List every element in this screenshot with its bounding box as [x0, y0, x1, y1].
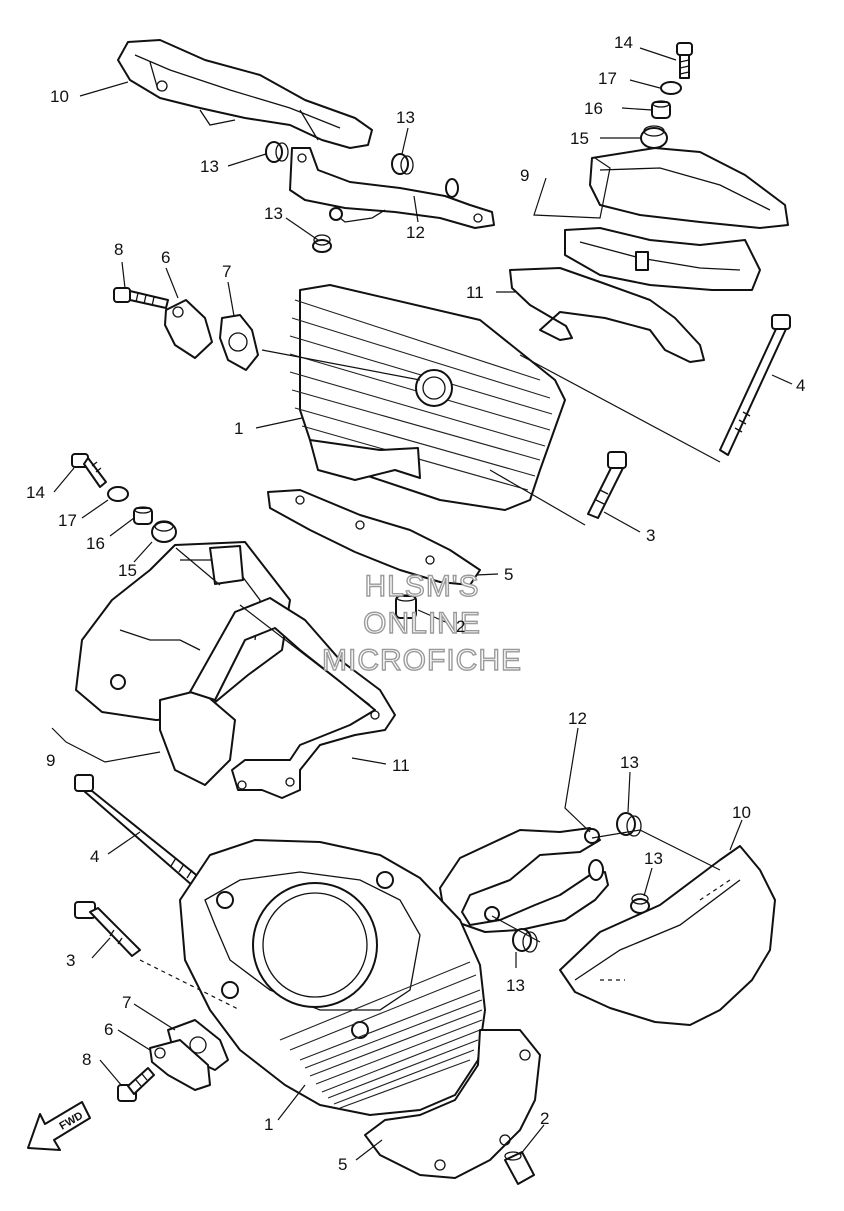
callout-16-mid: 16	[86, 534, 105, 553]
collar-16-top	[651, 100, 671, 119]
callout-2-top: 2	[456, 617, 465, 636]
base-gasket-5-top	[267, 489, 481, 586]
callout-10-bot: 10	[732, 803, 751, 822]
callout-6-top: 6	[161, 248, 170, 267]
callout-4-bot: 4	[90, 847, 99, 866]
washer-17-top	[660, 81, 682, 95]
callout-13-bot-b: 13	[644, 849, 663, 868]
bolt-14-mid	[71, 453, 107, 488]
callout-14-top: 14	[614, 33, 633, 52]
stud-bolt-4-top	[719, 314, 791, 456]
callout-5-bot: 5	[338, 1155, 347, 1174]
callout-11-top: 11	[466, 283, 484, 302]
callout-3-top: 3	[646, 526, 655, 545]
callout-13-bot-a: 13	[620, 753, 639, 772]
watermark-line-2: ONLINE	[363, 607, 481, 640]
base-gasket-5-bot	[364, 1029, 541, 1179]
watermark-line-1: HLSM'S	[364, 570, 479, 603]
callout-12-bot: 12	[568, 709, 587, 728]
callout-6-bot: 6	[104, 1020, 113, 1039]
bolt-3-bot	[74, 901, 141, 957]
grommet-13-top-a	[265, 141, 289, 163]
bolt-14-top	[676, 42, 693, 79]
head-cover-9-mid	[75, 541, 291, 786]
callout-10-top: 10	[50, 87, 69, 106]
callout-1-bot: 1	[264, 1115, 273, 1134]
callout-4-top: 4	[796, 376, 805, 395]
bracket-12-bot	[439, 827, 609, 933]
callout-8-bot: 8	[82, 1050, 91, 1069]
rocker-cover-10-bot	[559, 845, 776, 1026]
callout-12-top: 12	[406, 223, 425, 242]
stud-bolt-4-bot	[74, 774, 201, 887]
callout-17-mid: 17	[58, 511, 77, 530]
bracket-12-top	[289, 147, 495, 229]
callout-11-mid: 11	[392, 756, 410, 775]
grommet-13-top-b	[391, 153, 414, 175]
seal-15-top	[640, 125, 668, 149]
callout-14-mid: 14	[26, 483, 45, 502]
head-cover-9-top	[564, 147, 789, 291]
callout-7-top: 7	[222, 262, 231, 281]
collar-16-mid	[133, 506, 153, 525]
gasket-7-top	[219, 314, 259, 371]
bolt-3-top	[587, 451, 627, 519]
callout-13-top-c: 13	[264, 204, 283, 223]
callout-9-mid: 9	[46, 751, 55, 770]
gasket-11-mid	[189, 597, 396, 799]
bolt-8-bot	[117, 1067, 155, 1102]
callout-16-top: 16	[584, 99, 603, 118]
cap-6-top	[164, 299, 213, 359]
grommet-13-top-c	[312, 234, 332, 253]
dowel-2-bot	[504, 1151, 535, 1185]
callout-5-top: 5	[504, 565, 513, 584]
callout-15-mid: 15	[118, 561, 137, 580]
rocker-cover-10-top	[117, 39, 373, 149]
washer-17-mid	[107, 486, 129, 502]
gasket-11-top	[509, 267, 705, 363]
cylinder-1-bot	[179, 839, 486, 1116]
callout-9-top: 9	[520, 166, 529, 185]
callout-13-top-b: 13	[396, 108, 415, 127]
callout-3-bot: 3	[66, 951, 75, 970]
seal-15-mid	[151, 520, 177, 543]
callout-17-top: 17	[598, 69, 617, 88]
callout-8-top: 8	[114, 240, 123, 259]
fwd-arrow-icon: FWD	[27, 1101, 91, 1151]
grommet-13-bot-c	[512, 928, 538, 953]
cap-6-bot	[149, 1039, 211, 1091]
callout-7-bot: 7	[122, 993, 131, 1012]
bolt-8-top	[113, 287, 169, 309]
callout-15-top: 15	[570, 129, 589, 148]
callout-13-bot-c: 13	[506, 976, 525, 995]
grommet-13-bot-a	[616, 812, 642, 837]
callout-2-bot: 2	[540, 1109, 549, 1128]
watermark-line-3: MICROFICHE	[322, 644, 522, 677]
callout-1-top: 1	[234, 419, 243, 438]
callout-13-top-a: 13	[200, 157, 219, 176]
dowel-2-top	[395, 594, 417, 619]
cylinder-1-top	[289, 284, 566, 511]
